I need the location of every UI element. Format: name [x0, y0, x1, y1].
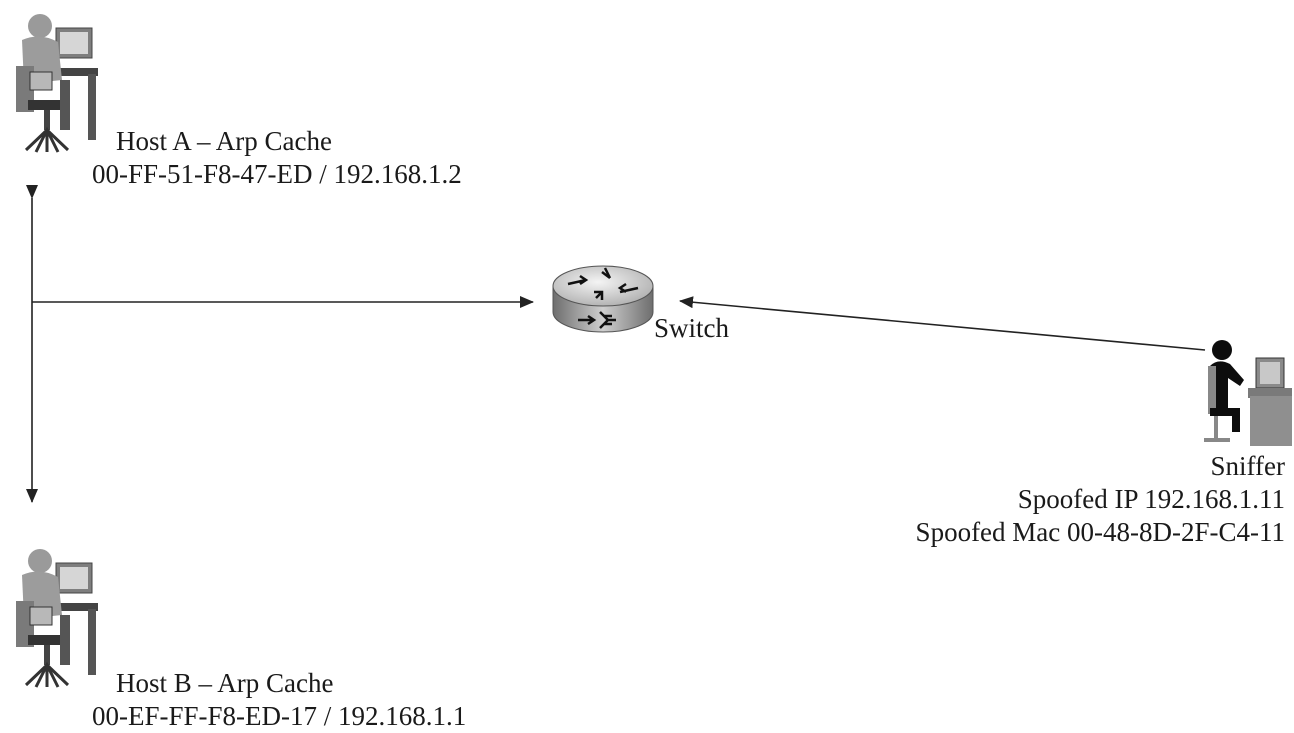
sniffer-label: Sniffer Spoofed IP 192.168.1.11 Spoofed …: [916, 450, 1285, 549]
host-a-label: Host A – Arp Cache 00-FF-51-F8-47-ED / 1…: [116, 125, 462, 191]
switch-router-icon: [550, 262, 656, 338]
switch-label: Switch: [654, 312, 729, 345]
host-b-label: Host B – Arp Cache 00-EF-FF-F8-ED-17 / 1…: [116, 667, 466, 733]
sniffer-spoofed-mac: Spoofed Mac 00-48-8D-2F-C4-11: [916, 516, 1285, 549]
host-b-arp-entry: 00-EF-FF-F8-ED-17 / 192.168.1.1: [92, 700, 466, 733]
host-a-name: Host A – Arp Cache: [116, 125, 462, 158]
sniffer-to-switch-arrow: [680, 301, 1205, 350]
sniffer-attacker-workstation-icon: [1200, 338, 1292, 448]
sniffer-name: Sniffer: [916, 450, 1285, 483]
sniffer-spoofed-ip: Spoofed IP 192.168.1.11: [916, 483, 1285, 516]
host-b-name: Host B – Arp Cache: [116, 667, 466, 700]
host-a-workstation-icon: [10, 10, 102, 158]
host-b-workstation-icon: [10, 545, 102, 693]
host-a-arp-entry: 00-FF-51-F8-47-ED / 192.168.1.2: [92, 158, 462, 191]
